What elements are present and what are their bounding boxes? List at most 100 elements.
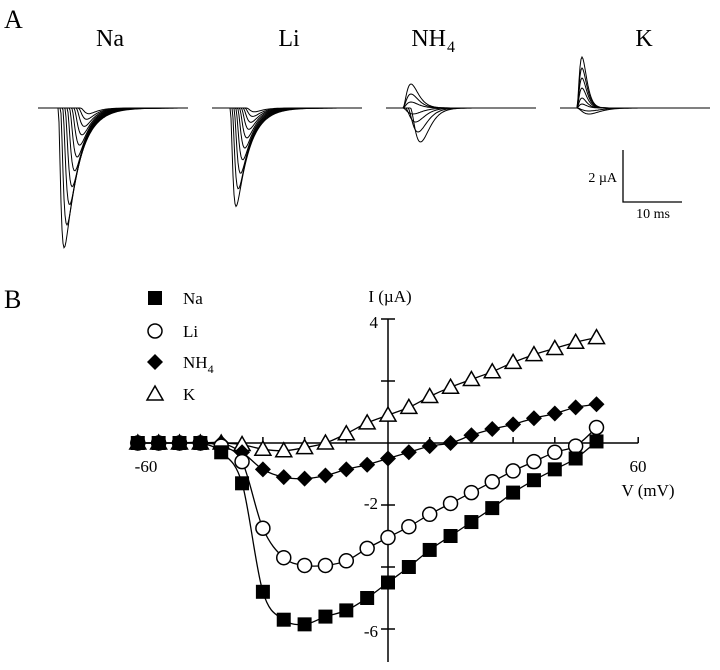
legend-label-nh4-main: NH <box>183 353 208 372</box>
x-tick-label: 60 <box>630 457 647 476</box>
data-point-li <box>588 419 605 436</box>
trace-title-na: Na <box>96 26 124 52</box>
data-point-k <box>482 362 502 379</box>
data-point-na <box>339 603 354 618</box>
data-point-na <box>318 609 333 624</box>
y-tick-label: -2 <box>364 494 378 513</box>
na-trace <box>38 107 188 158</box>
data-point-k <box>295 438 314 455</box>
panel-label-a: A <box>4 5 23 34</box>
data-point-na <box>276 612 291 627</box>
data-point-nh <box>484 421 501 438</box>
legend-marker-na <box>148 291 162 305</box>
data-point-nh <box>588 396 605 413</box>
panel-label-b: B <box>4 285 21 314</box>
data-point-na <box>151 436 166 450</box>
data-point-nh <box>442 435 459 451</box>
na-trace <box>38 107 188 115</box>
na-trace <box>38 107 188 146</box>
data-point-li <box>484 474 500 490</box>
nh4-trace <box>386 101 536 109</box>
trace-title-li: Li <box>278 26 300 52</box>
data-point-li <box>463 484 480 501</box>
data-point-nh <box>421 438 438 455</box>
data-point-k <box>420 386 439 404</box>
data-point-k <box>274 441 294 458</box>
nh4-trace <box>386 93 536 109</box>
data-point-li <box>317 557 334 574</box>
data-point-na <box>360 591 375 605</box>
data-point-na <box>568 451 583 466</box>
data-point-li <box>380 529 396 546</box>
data-point-na <box>506 485 521 500</box>
data-point-k <box>545 338 565 356</box>
data-point-na <box>172 436 187 450</box>
legend-label-nh4-sub: 4 <box>208 362 214 376</box>
k-trace <box>560 55 710 109</box>
k-trace <box>560 77 710 109</box>
data-point-nh <box>359 456 376 473</box>
scale-bar-lines <box>622 150 682 203</box>
data-point-na <box>464 515 479 530</box>
data-point-na <box>297 617 312 632</box>
data-point-na <box>255 584 270 599</box>
data-point-nh <box>338 461 355 478</box>
data-point-li <box>255 520 271 536</box>
trace-title-nh4: NH 4 <box>411 26 455 56</box>
data-point-li <box>276 549 292 566</box>
k-trace <box>560 107 710 115</box>
data-point-nh <box>254 461 271 478</box>
k-trace <box>560 103 710 109</box>
data-point-k <box>462 369 481 387</box>
nh4-trace <box>386 107 536 123</box>
data-point-k <box>503 352 523 370</box>
data-point-k <box>587 328 606 345</box>
data-point-na <box>401 560 416 574</box>
y-tick-label: -6 <box>364 622 378 641</box>
legend-label-li: Li <box>183 322 198 341</box>
data-point-na <box>485 501 500 516</box>
data-point-li <box>401 518 417 535</box>
legend: Na Li NH4 K <box>145 289 214 404</box>
data-point-li <box>421 506 438 523</box>
na-trace <box>38 107 188 172</box>
legend-marker-nh <box>147 354 163 370</box>
scale-bar: 2 µA 10 ms <box>588 150 682 222</box>
y-tick-label: 4 <box>370 313 379 332</box>
data-point-na <box>422 542 437 557</box>
x-tick-label: -60 <box>135 457 158 476</box>
nh4-trace <box>386 107 536 133</box>
k-trace <box>560 97 710 109</box>
data-point-nh <box>567 399 584 416</box>
data-point-nh <box>400 444 417 461</box>
y-axis-label: I (µA) <box>368 287 411 306</box>
data-point-na <box>589 434 604 449</box>
data-point-k <box>441 377 460 394</box>
legend-marker-k <box>145 384 165 401</box>
data-point-li <box>567 438 584 454</box>
x-axis-label: V (mV) <box>621 481 674 500</box>
data-point-na <box>381 575 395 590</box>
trace-title-nh4-main: NH <box>411 26 446 52</box>
data-point-li <box>296 557 313 574</box>
data-point-nh <box>505 416 522 433</box>
data-point-na <box>547 462 562 477</box>
data-point-k <box>378 405 398 422</box>
scale-bar-time-label: 10 ms <box>636 207 670 222</box>
li-trace <box>212 107 362 190</box>
data-point-nh <box>317 467 334 484</box>
data-point-nh <box>380 450 396 467</box>
nh4-trace <box>386 107 536 143</box>
legend-label-k: K <box>183 385 196 404</box>
data-point-k <box>357 413 377 430</box>
data-point-nh <box>463 427 480 444</box>
data-point-nh <box>275 469 292 486</box>
data-points <box>128 328 606 632</box>
data-point-k <box>253 439 273 456</box>
data-point-na <box>214 445 229 460</box>
scale-bar-current-label: 2 µA <box>588 171 618 186</box>
data-point-li <box>547 444 563 461</box>
data-point-nh <box>296 470 313 487</box>
data-point-nh <box>525 410 542 427</box>
